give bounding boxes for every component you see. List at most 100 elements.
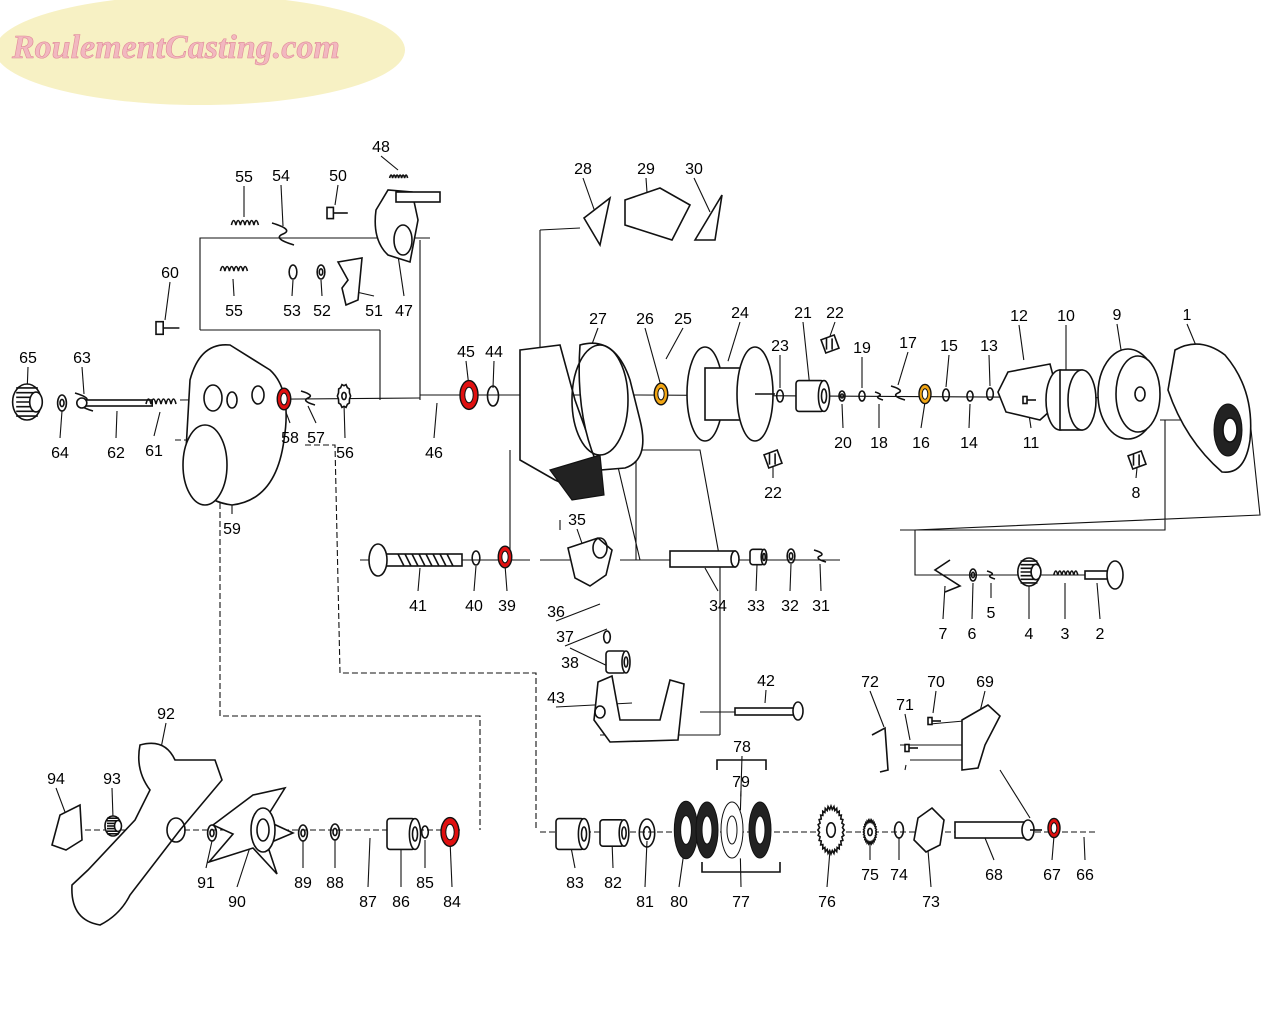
part-label-77: 77	[732, 894, 750, 911]
part-label-53: 53	[283, 303, 301, 320]
part-label-85: 85	[416, 875, 434, 892]
part-label-15: 15	[940, 338, 958, 355]
part-label-73: 73	[922, 894, 940, 911]
part-40	[471, 550, 481, 566]
part-label-58: 58	[281, 430, 299, 447]
part-4	[1016, 557, 1042, 587]
part-label-36: 36	[547, 604, 565, 621]
part-label-74: 74	[890, 867, 908, 884]
part-label-87: 87	[359, 894, 377, 911]
part-label-57: 57	[307, 430, 325, 447]
part-19	[858, 390, 866, 402]
part-85	[420, 825, 430, 839]
part-80	[673, 800, 699, 860]
part-label-40: 40	[465, 598, 483, 615]
part-label-60: 60	[161, 265, 179, 282]
part-label-35: 35	[568, 512, 586, 529]
part-label-64: 64	[51, 445, 69, 462]
part-label-31: 31	[812, 598, 830, 615]
part-24	[686, 346, 775, 442]
part-label-38: 38	[561, 655, 579, 672]
part-75	[862, 817, 878, 847]
part-label-44: 44	[485, 344, 503, 361]
part-label-55a: 55	[235, 169, 253, 186]
part-47	[374, 189, 441, 264]
part-62	[76, 397, 154, 409]
part-86	[386, 817, 422, 851]
part-label-46: 46	[425, 445, 443, 462]
part-label-92: 92	[157, 706, 175, 723]
part-label-59: 59	[223, 521, 241, 538]
part-label-33: 33	[747, 598, 765, 615]
part-label-1: 1	[1183, 307, 1192, 324]
part-label-32: 32	[781, 598, 799, 615]
part-27	[519, 342, 644, 501]
part-label-25: 25	[674, 311, 692, 328]
part-8	[1127, 450, 1147, 470]
part-41	[368, 543, 463, 577]
part-9	[1097, 348, 1161, 440]
part-33	[749, 548, 768, 566]
part-label-68: 68	[985, 867, 1003, 884]
part-26	[653, 382, 669, 406]
part-70	[927, 716, 941, 726]
part-label-27: 27	[589, 311, 607, 328]
part-5	[986, 570, 996, 580]
part-label-81: 81	[636, 894, 654, 911]
part-label-21: 21	[794, 305, 812, 322]
part-label-72: 72	[861, 674, 879, 691]
part-43	[593, 674, 685, 743]
part-59	[182, 344, 287, 506]
part-67	[1047, 817, 1061, 839]
part-69	[961, 704, 1001, 771]
part-label-18: 18	[870, 435, 888, 452]
part-label-4: 4	[1025, 626, 1034, 643]
part-18	[874, 391, 884, 401]
part-15	[941, 388, 951, 402]
part-6	[968, 568, 978, 582]
part-label-55b: 55	[225, 303, 243, 320]
part-label-79: 79	[732, 774, 750, 791]
part-label-62: 62	[107, 445, 125, 462]
part-84	[440, 816, 460, 848]
part-label-3: 3	[1061, 626, 1070, 643]
part-label-26: 26	[636, 311, 654, 328]
part-label-90: 90	[228, 894, 246, 911]
part-94	[51, 803, 83, 851]
part-71	[904, 743, 918, 753]
part-22b	[763, 449, 783, 469]
part-68	[954, 819, 1042, 841]
part-64	[56, 394, 68, 412]
part-label-24: 24	[731, 305, 749, 322]
part-58	[276, 387, 292, 411]
part-44	[486, 385, 500, 407]
part-label-75: 75	[861, 867, 879, 884]
part-7	[933, 559, 962, 593]
part-74	[893, 821, 905, 839]
part-label-10: 10	[1057, 308, 1075, 325]
part-label-61: 61	[145, 443, 163, 460]
part-93	[104, 815, 123, 837]
part-73	[913, 806, 945, 853]
brand-logo-text: RoulementCasting.com	[11, 29, 340, 66]
part-35	[567, 537, 613, 587]
part-42	[734, 701, 804, 721]
part-label-66: 66	[1076, 867, 1094, 884]
part-3	[1053, 570, 1079, 576]
part-16	[918, 383, 932, 405]
part-48	[388, 174, 409, 179]
part-label-9: 9	[1113, 307, 1122, 324]
part-52	[316, 264, 326, 280]
part-label-76: 76	[818, 894, 836, 911]
part-37	[602, 630, 612, 644]
part-1	[1167, 343, 1252, 473]
part-12	[997, 363, 1061, 421]
part-50	[326, 206, 348, 220]
part-label-8: 8	[1132, 485, 1141, 502]
part-label-34: 34	[709, 598, 727, 615]
part-label-78: 78	[733, 739, 751, 756]
part-39	[497, 545, 513, 569]
part-label-84: 84	[443, 894, 461, 911]
part-label-80: 80	[670, 894, 688, 911]
